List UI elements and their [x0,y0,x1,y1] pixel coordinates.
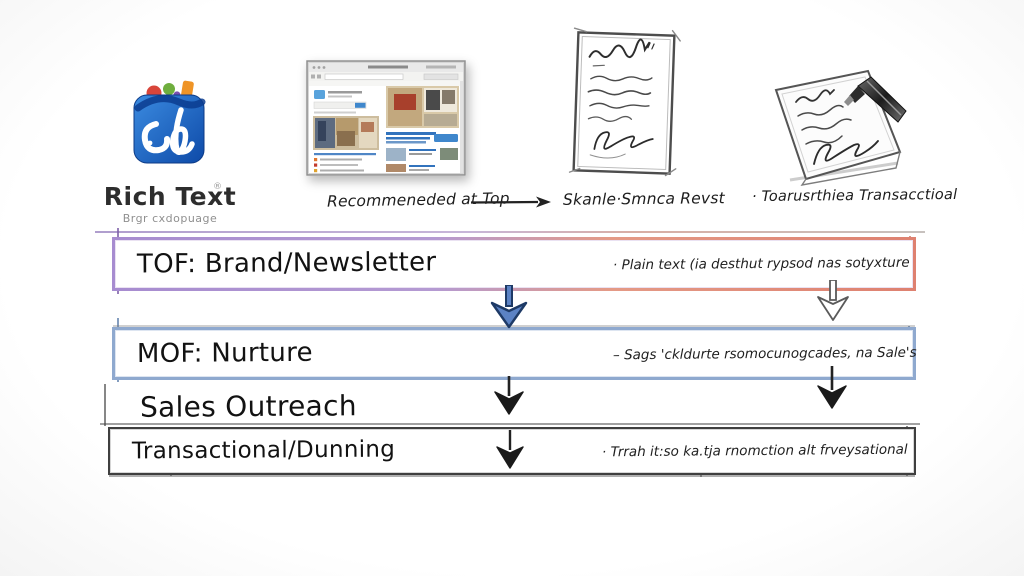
feed-list-rows [314,153,376,173]
down-arrow-black-icon [496,430,524,469]
feed-photo-collage [313,116,379,150]
funnel-bar-transactional-note: · Trrah it:so ka.tja rnomction alt frvey… [601,441,908,461]
browser-screenshot [306,60,466,176]
sketch-line-sales [100,423,920,425]
down-arrow-black-icon [494,376,524,415]
sketch-line-top [95,231,925,233]
funnel-bar-tof-title: TOF: Brand/Newsletter [136,247,437,280]
rich-text-logo-icon [133,80,206,164]
browser-toolbar [309,72,463,81]
registered-mark: ® [213,182,222,192]
sales-outreach-label: Sales Outreach [139,389,357,424]
browser-illustration [306,60,466,176]
caption-middle-doc: Skanle·Smnca Revst [562,189,725,209]
funnel-bar-transactional: Transactional/Dunning · Trrah it:so ka.t… [108,427,916,475]
document-sketch-svg [568,27,681,177]
down-arrow-blue-icon [490,285,528,329]
logo-title: Rich Text [103,182,237,211]
down-arrow-black-icon [817,366,847,409]
funnel-bar-mof-title: MOF: Nurture [136,337,313,369]
article-right-column [386,86,459,172]
logo-script-glyph [134,95,206,156]
paper [774,69,902,186]
logo-tagline: Brgr cxdopuage [122,212,218,225]
right-arrow-icon [470,196,551,208]
browser-subnav [309,81,463,86]
funnel-bar-tof-note: · Plain text (ia desthut rypsod nas soty… [612,254,910,274]
funnel-bar-tof: TOF: Brand/Newsletter · Plain text (ia d… [112,237,916,291]
funnel-bar-mof-note: – Sags 'ckldurte rsomocunogcades, na Sal… [612,344,917,363]
browser-scrollbar [460,81,463,173]
pen-icon [844,76,907,123]
rich-text-logo: ® Rich Text Brgr cxdopuage [100,80,240,225]
document-sketch [560,22,688,184]
browser-titlebar [309,63,463,72]
sketch-tick [104,384,106,426]
funnel-bar-transactional-title: Transactional/Dunning [131,436,396,465]
document-pen-sketch-svg [774,69,907,186]
caption-right-doc: · Toarusrthiea Transacctioal [751,186,958,206]
down-arrow-outline-icon [817,280,849,321]
document-pen-sketch [746,66,914,190]
feed-left-column [313,90,367,114]
funnel-bar-mof: MOF: Nurture – Sags 'ckldurte rsomocunog… [112,327,917,380]
